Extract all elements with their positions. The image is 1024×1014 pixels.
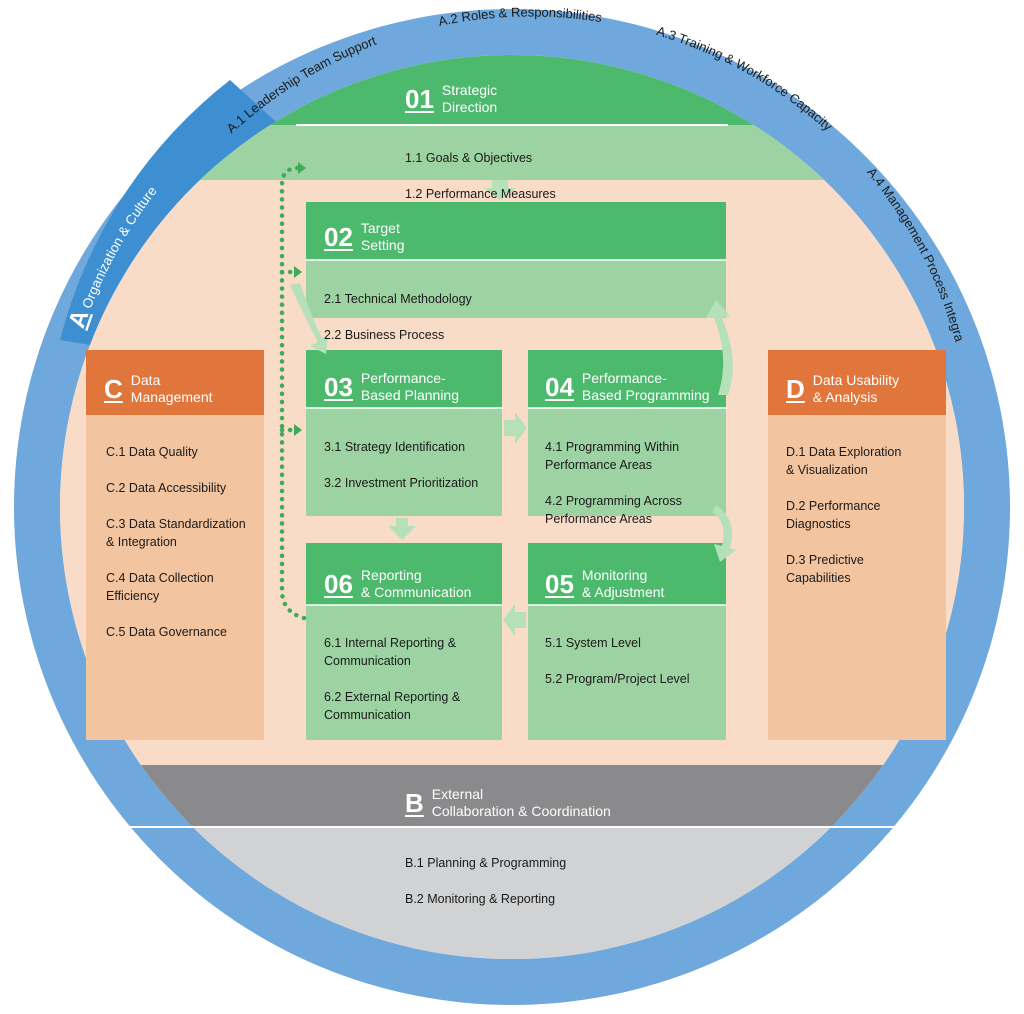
list-item: 4.2 Programming Across Performance Areas [545, 494, 682, 526]
b-header: B External Collaboration & Coordination [405, 786, 611, 820]
step-03-body-bg [306, 408, 502, 516]
step-04-title: Performance- Based Programming [581, 370, 710, 403]
b-list: B.1 Planning & Programming B.2 Monitorin… [405, 836, 566, 926]
arrow-04-to-02 [706, 300, 733, 395]
b-letter: B [405, 788, 424, 818]
d-header-bg [768, 350, 946, 415]
step-01-title: Strategic Direction [441, 82, 498, 115]
arrow-05-to-06 [503, 604, 526, 636]
step-06-title: Reporting & Communication [360, 567, 472, 600]
d-list: D.1 Data Exploration & Visualization D.2… [786, 425, 901, 605]
list-item: 2.2 Business Process [324, 328, 445, 342]
step-03-list: 3.1 Strategy Identification 3.2 Investme… [324, 420, 478, 510]
list-item: 1.1 Goals & Objectives [405, 151, 533, 165]
step-05-title: Monitoring & Adjustment [581, 567, 665, 600]
step-02-title: Target Setting [360, 220, 405, 253]
step-03-number: 03 [324, 372, 353, 402]
step-06-header: 06 Reporting & Communication [324, 567, 471, 601]
d-body-bg [768, 415, 946, 740]
list-item: B.1 Planning & Programming [405, 856, 567, 870]
step-03-header-bg [306, 350, 502, 408]
step-02-header: 02 Target Setting [324, 220, 405, 254]
flow-arrows [290, 180, 736, 636]
step-05-header-bg [528, 543, 726, 605]
list-item: 3.2 Investment Prioritization [324, 476, 479, 490]
step-02-body-bg [306, 260, 726, 318]
list-item: 1.2 Performance Measures [405, 187, 556, 201]
list-item: C.1 Data Quality [106, 445, 198, 459]
step-03-title: Performance- Based Planning [360, 370, 459, 403]
feedback-dotted-line [279, 165, 307, 621]
list-item: D.3 Predictive Capabilities [786, 553, 864, 585]
d-letter: D [786, 374, 805, 404]
step-05-list: 5.1 System Level 5.2 Program/Project Lev… [545, 616, 690, 706]
c-body-bg [86, 415, 264, 740]
step-02-list: 2.1 Technical Methodology 2.2 Business P… [324, 272, 472, 362]
c-letter: C [104, 374, 123, 404]
d-header: D Data Usability & Analysis [786, 372, 899, 406]
step-06-list: 6.1 Internal Reporting & Communication 6… [324, 616, 460, 742]
step-04-header: 04 Performance- Based Programming [545, 370, 710, 404]
list-item: B.2 Monitoring & Reporting [405, 892, 556, 906]
b-header-bg [60, 765, 964, 827]
list-item: C.4 Data Collection Efficiency [106, 571, 214, 603]
arrow-01-to-02 [484, 180, 516, 200]
list-item: 5.1 System Level [545, 636, 641, 650]
step-04-body-bg [528, 408, 726, 516]
list-item: C.2 Data Accessibility [106, 481, 227, 495]
step-01-list: 1.1 Goals & Objectives 1.2 Performance M… [405, 131, 556, 221]
feedback-arrowheads [294, 162, 306, 436]
step-01-header-bg [60, 55, 964, 125]
list-item: D.2 Performance Diagnostics [786, 499, 881, 531]
list-item: 6.1 Internal Reporting & Communication [324, 636, 457, 668]
step-04-header-bg [528, 350, 726, 408]
list-item: 2.1 Technical Methodology [324, 292, 472, 306]
b-title: External Collaboration & Coordination [431, 786, 611, 819]
arrow-03-to-06 [388, 518, 416, 540]
d-title: Data Usability & Analysis [812, 372, 900, 405]
c-header-bg [86, 350, 264, 415]
step-05-header: 05 Monitoring & Adjustment [545, 567, 664, 601]
step-05-body-bg [528, 605, 726, 740]
list-item: 5.2 Program/Project Level [545, 672, 690, 686]
step-04-list: 4.1 Programming Within Performance Areas… [545, 420, 682, 546]
arrow-03-to-04 [504, 412, 527, 444]
list-item: C.5 Data Governance [106, 625, 227, 639]
c-header: C Data Management [104, 372, 213, 406]
list-item: D.1 Data Exploration & Visualization [786, 445, 902, 477]
arrow-02-to-03 [290, 283, 328, 354]
list-item: 3.1 Strategy Identification [324, 440, 466, 454]
step-06-number: 06 [324, 569, 353, 599]
step-01-number: 01 [405, 84, 434, 114]
step-06-header-bg [306, 543, 502, 605]
step-06-body-bg [306, 605, 502, 740]
arrow-04-to-05 [712, 505, 736, 562]
list-item: 6.2 External Reporting & Communication [324, 690, 461, 722]
step-05-number: 05 [545, 569, 574, 599]
step-03-header: 03 Performance- Based Planning [324, 370, 459, 404]
step-02-number: 02 [324, 222, 353, 252]
list-item: C.3 Data Standardization & Integration [106, 517, 246, 549]
list-item: 4.1 Programming Within Performance Areas [545, 440, 680, 472]
step-02-header-bg [306, 202, 726, 260]
step-01-header: 01 Strategic Direction [405, 82, 497, 116]
c-title: Data Management [130, 372, 213, 405]
step-04-number: 04 [545, 372, 574, 402]
c-list: C.1 Data Quality C.2 Data Accessibility … [106, 425, 246, 659]
